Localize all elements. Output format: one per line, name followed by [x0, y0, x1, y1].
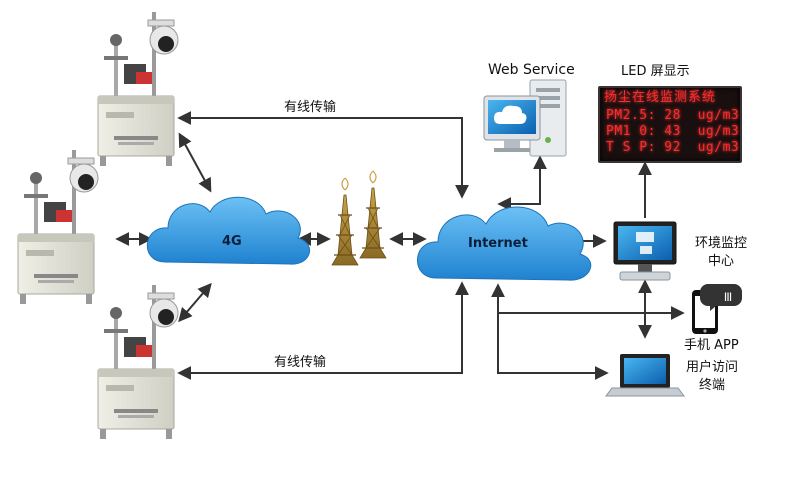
env-center-label-line2: 中心	[707, 254, 734, 269]
led-pm25-line: PM2.5: 28 ug/m3	[606, 108, 740, 123]
cloud-internet-icon	[417, 206, 592, 281]
mobile-app-label: 手机 APP	[684, 338, 739, 353]
wired-link-top	[177, 111, 469, 199]
web-service-label: Web Service	[488, 62, 575, 78]
monitoring-station-icon	[17, 149, 99, 305]
led-display-label: LED 屏显示	[621, 64, 690, 79]
monitoring-station-icon	[97, 284, 179, 440]
env-center-label-line1: 环境监控	[694, 236, 747, 251]
link-station-top-4g	[178, 132, 212, 193]
link-station-bottom-4g	[178, 282, 212, 323]
led-display-panel: 扬尘在线监测系统 PM2.5: 28 ug/m3 PM1 0: 43 ug/m3…	[598, 86, 742, 163]
cloud-4g-label: 4G	[222, 234, 242, 249]
laptop-icon	[605, 354, 685, 397]
wired-transmission-bottom-label: 有线传输	[274, 355, 327, 370]
link-internet-server	[497, 155, 547, 211]
transmission-tower-icon	[331, 170, 387, 266]
monitoring-station-icon	[97, 11, 179, 167]
smartphone-icon: |||	[692, 284, 742, 334]
cloud-internet-label: Internet	[468, 236, 528, 251]
svg-text:|||: |||	[724, 291, 732, 301]
wired-transmission-top-label: 有线传输	[284, 100, 337, 115]
link-internet-laptop	[497, 313, 609, 380]
led-title: 扬尘在线监测系统	[604, 90, 717, 105]
server-icon	[483, 79, 567, 157]
link-internet-phone	[491, 283, 685, 320]
led-pm10-line: PM1 0: 43 ug/m3	[606, 124, 740, 139]
wired-link-bottom	[177, 281, 469, 380]
user-terminal-label-line2: 终端	[698, 378, 725, 393]
cloud-4g-icon	[146, 196, 310, 265]
desktop-monitor-icon	[613, 221, 677, 281]
led-tsp-line: T S P: 92 ug/m3	[606, 140, 740, 155]
user-terminal-label-line1: 用户访问	[685, 360, 738, 375]
